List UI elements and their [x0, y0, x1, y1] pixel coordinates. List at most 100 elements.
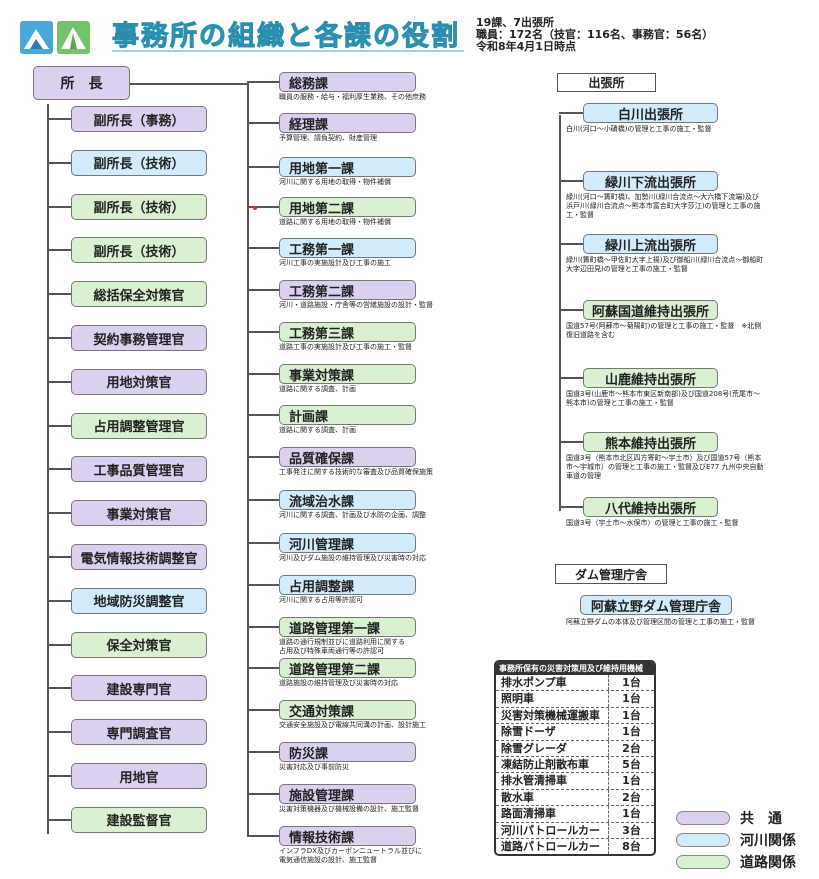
- equipment-count: 2台: [622, 790, 641, 804]
- connector: [247, 373, 280, 375]
- equipment-name: 災害対策機械運搬車: [496, 707, 609, 724]
- department-box: 工務第二課: [279, 280, 416, 300]
- connector: [47, 161, 72, 164]
- equipment-name: 凍結防止剤散布車: [496, 756, 609, 773]
- legend-swatch: [676, 811, 730, 825]
- position-box: 占用調整管理官: [71, 412, 207, 439]
- connector: [559, 441, 584, 443]
- legend-label: 道路関係: [740, 855, 796, 871]
- department-desc: 道路工事の実施設計及び工事の施工・監督: [279, 343, 412, 351]
- branch-office-box: 八代維持出張所: [583, 497, 718, 517]
- connector: [47, 424, 72, 427]
- department-label: 計画課: [289, 409, 329, 425]
- department-box: 工務第三課: [279, 322, 416, 342]
- department-box: 経理課: [279, 113, 416, 133]
- department-label: 道路管理第一課: [289, 621, 381, 637]
- branch-office-label: 白川出張所: [617, 107, 683, 123]
- connector: [47, 512, 72, 515]
- branch-office-desc: 緑川(簀町橋～甲佐町大字上揚)及び御船川(緑川合流点～御船町大字辺田見)の管理と…: [566, 256, 764, 273]
- connector: [47, 249, 72, 252]
- department-label: 防災課: [289, 746, 329, 762]
- equipment-name: 排水ポンプ車: [496, 675, 609, 691]
- department-label: 施設管理課: [289, 788, 355, 804]
- equipment-table-title: 事務所保有の災害対策用及び維持用機械: [496, 662, 654, 675]
- connector: [559, 243, 584, 245]
- connector: [247, 414, 280, 416]
- department-box: 道路管理第二課: [279, 658, 416, 678]
- table-row: 除雪ドーザ 1台: [496, 723, 654, 740]
- department-label: 総務課: [289, 76, 329, 92]
- position-box: 建設監督官: [71, 806, 207, 833]
- equipment-count: 1台: [622, 676, 641, 689]
- position-box: 地域防災調整官: [71, 587, 207, 614]
- marker-dot: [253, 206, 257, 210]
- department-desc: 道路の通行規制並びに道路利用に関する 占用及び特殊車両通行等の許認可: [279, 638, 405, 655]
- department-box: 占用調整課: [279, 575, 416, 595]
- department-desc: 道路に関する用地の取得・物件補償: [279, 218, 391, 226]
- department-label: 交通対策課: [289, 704, 355, 720]
- dam-office-desc: 阿蘇立野ダムの本体及び管理区間の管理と工事の施工・監督: [566, 618, 755, 626]
- connector: [247, 499, 280, 501]
- branch-office-box: 山鹿維持出張所: [583, 368, 718, 388]
- branch-office-box: 緑川下流出張所: [583, 171, 718, 191]
- equipment-name: 排水管清掃車: [496, 773, 609, 789]
- department-box: 情報技術課: [279, 826, 416, 846]
- road-logo-icon: [57, 21, 90, 54]
- connector: [247, 122, 280, 124]
- connector: [129, 83, 248, 85]
- position-label: 建設監督官: [106, 814, 172, 830]
- branch-header-label: 出張所: [588, 76, 625, 90]
- branch-office-label: 緑川下流出張所: [604, 175, 696, 191]
- connector: [47, 775, 72, 777]
- connector: [247, 247, 280, 249]
- equipment-name: 照明車: [496, 691, 609, 707]
- branch-header: 出張所: [557, 73, 656, 92]
- connector: [559, 506, 584, 508]
- equipment-name: 除雪ドーザ: [496, 724, 609, 740]
- branch-office-label: 緑川上流出張所: [604, 238, 696, 254]
- position-box: 副所長（事務）: [71, 106, 207, 132]
- connector: [247, 751, 280, 753]
- connector: [247, 289, 280, 291]
- department-desc: 河川工事の実施設計及び工事の施工: [279, 259, 391, 267]
- connector: [47, 205, 72, 208]
- dam-header-label: ダム管理庁舎: [574, 567, 647, 582]
- connector: [559, 180, 584, 182]
- legend-label: 河川関係: [740, 833, 796, 849]
- connector: [47, 468, 72, 471]
- equipment-count: 1台: [622, 725, 641, 739]
- position-label: 専門調査官: [106, 726, 172, 742]
- department-label: 占用調整課: [289, 579, 355, 595]
- position-label: 建設専門官: [106, 682, 172, 698]
- position-label: 事業対策官: [106, 507, 172, 523]
- position-label: 副所長（技術）: [93, 201, 185, 217]
- position-label: 電気情報技術調整官: [80, 551, 198, 567]
- equipment-count: 1台: [622, 807, 641, 821]
- equipment-name: 路面清掃車: [496, 806, 609, 822]
- branch-office-label: 阿蘇国道維持出張所: [591, 304, 709, 320]
- department-label: 工務第二課: [289, 284, 355, 300]
- department-desc: 道路に関する調査、計画: [279, 385, 356, 393]
- department-box: 流域治水課: [279, 490, 416, 510]
- department-label: 用地第一課: [289, 161, 355, 177]
- branch-office-label: 八代維持出張所: [604, 501, 696, 517]
- department-desc: 河川に関する占用等許認可: [279, 596, 363, 604]
- dam-office: 阿蘇立野ダム管理庁舎: [580, 595, 732, 615]
- department-desc: 災害対策機器及び機械設備の設計、施工監督: [279, 805, 419, 813]
- department-desc: 河川・道路施設・庁舎等の営繕施設の設計・監督: [279, 301, 433, 309]
- table-row: 路面清掃車 1台: [496, 805, 654, 822]
- connector: [47, 818, 72, 821]
- connector: [247, 584, 280, 586]
- connector: [247, 81, 280, 83]
- branch-office-desc: 国道3号（熊本市北区四方寄町～宇土市）及び国道57号（熊本市～宇城市）の管理と工…: [566, 454, 764, 480]
- department-desc: 河川に関する調査、計画及び水防の企画、調整: [279, 511, 426, 519]
- branch-office-desc: 国道3号（宇土市～水俣市）の管理と工事の施工・監督: [566, 519, 739, 527]
- branch-office-label: 熊本維持出張所: [604, 436, 696, 452]
- department-box: 用地第一課: [279, 157, 416, 177]
- connector: [47, 556, 72, 558]
- branch-office-desc: 白川(河口～小磧橋)の管理と工事の施工・監督: [566, 125, 712, 133]
- equipment-count: 1台: [622, 774, 641, 788]
- department-desc: 予算管理、請負契約、財産管理: [279, 134, 377, 142]
- equipment-name: 除雪グレーダ: [496, 740, 609, 756]
- equipment-name: 道路パトロールカー: [496, 838, 609, 855]
